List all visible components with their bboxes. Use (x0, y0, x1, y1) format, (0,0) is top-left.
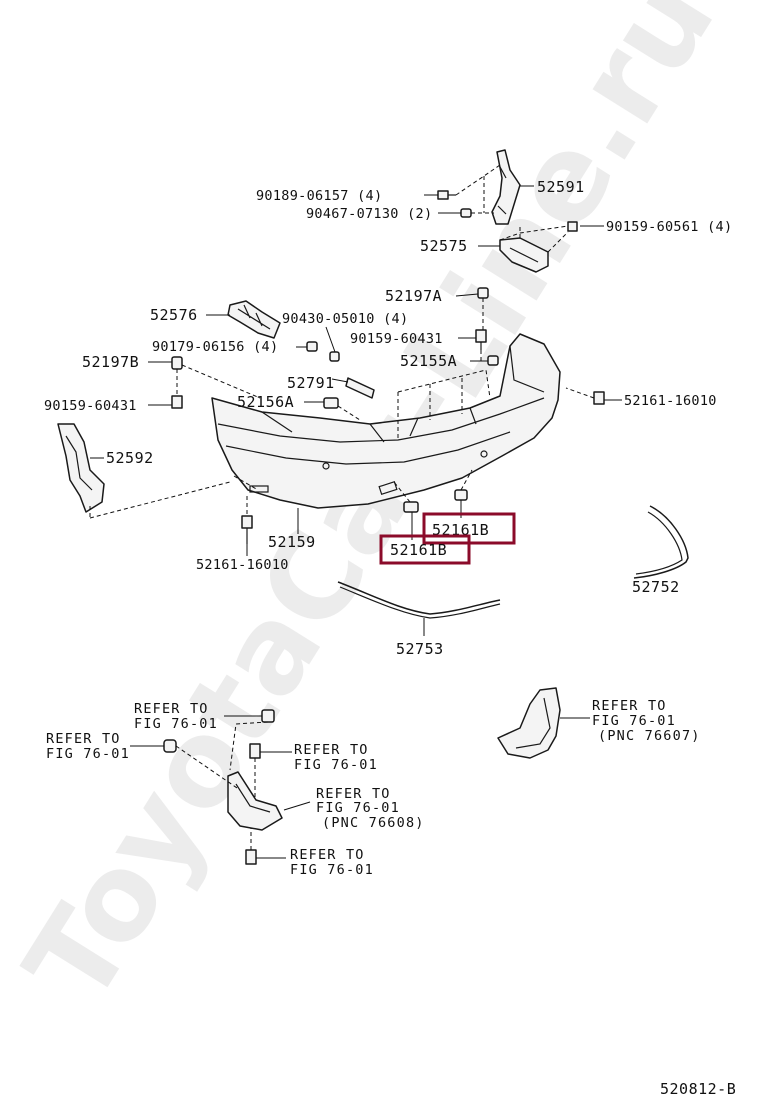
svg-text:REFER TO: REFER TO (316, 786, 391, 802)
label-52591: 52591 (537, 178, 585, 196)
svg-text:REFER TO: REFER TO (134, 701, 209, 717)
clip-52161b-right[interactable] (454, 489, 468, 501)
label-52791: 52791 (287, 374, 335, 392)
svg-text:FIG 76-01: FIG 76-01 (294, 757, 378, 773)
molding-52753[interactable] (337, 581, 501, 619)
clip-52197b[interactable] (171, 356, 183, 370)
retainer-52576[interactable] (227, 300, 281, 339)
label-90159-60561: 90159-60561 (4) (606, 219, 732, 235)
svg-text:(PNC 76608): (PNC 76608) (322, 815, 425, 831)
label-52155a: 52155A (400, 352, 457, 370)
svg-text:REFER TO: REFER TO (294, 742, 369, 758)
retainer-52575[interactable] (499, 237, 549, 273)
label-90179-06156: 90179-06156 (4) (152, 339, 278, 355)
svg-text:REFER TO: REFER TO (290, 847, 365, 863)
label-52592: 52592 (106, 449, 154, 467)
nut-90467[interactable] (460, 208, 472, 218)
label-90189-06157: 90189-06157 (4) (256, 188, 382, 204)
label-52161-16010-right: 52161-16010 (624, 393, 717, 409)
svg-text:FIG 76-01: FIG 76-01 (316, 800, 400, 816)
screw-52161-16010-left[interactable] (241, 515, 253, 544)
bumper-cover-52159[interactable] (211, 333, 561, 509)
clip-52197a[interactable] (477, 287, 489, 299)
screw-52161-16010-right[interactable] (593, 391, 605, 405)
label-90467-07130: 90467-07130 (2) (306, 206, 432, 222)
refer-note-2: REFER TO FIG 76-01 (46, 731, 130, 762)
screw-mudguard-mid[interactable] (249, 743, 261, 759)
molding-52752[interactable] (633, 505, 689, 579)
label-90430-05010: 90430-05010 (4) (282, 311, 408, 327)
refer-note-6: REFER TO FIG 76-01 (PNC 76607) (592, 698, 701, 744)
retainer-52592[interactable] (57, 423, 105, 513)
clip-mudguard-top[interactable] (261, 709, 275, 723)
label-52197b: 52197B (82, 353, 139, 371)
svg-text:FIG 76-01: FIG 76-01 (134, 716, 218, 732)
label-52575: 52575 (420, 237, 468, 255)
label-52752: 52752 (632, 578, 680, 596)
label-52576: 52576 (150, 306, 198, 324)
refer-note-4: REFER TO FIG 76-01 (PNC 76608) (316, 786, 425, 831)
bracket-52591[interactable] (491, 149, 521, 225)
label-52156a: 52156A (237, 393, 294, 411)
screw-90159-60431-left[interactable] (171, 395, 183, 409)
screw-90159-60561[interactable] (567, 221, 578, 232)
clip-52161b-left[interactable] (403, 501, 419, 513)
clip-52156a[interactable] (323, 397, 339, 409)
refer-note-5: REFER TO FIG 76-01 (290, 847, 374, 878)
label-90159-60431-left: 90159-60431 (44, 398, 137, 414)
mudguard-right[interactable] (497, 687, 561, 759)
svg-text:FIG 76-01: FIG 76-01 (290, 862, 374, 878)
screw-mudguard-bottom[interactable] (245, 849, 257, 865)
nut-90430[interactable] (329, 351, 340, 362)
bolt-90189[interactable] (437, 190, 456, 200)
screw-90159-60431-right[interactable] (475, 329, 487, 350)
highlight-box-lower (379, 534, 471, 565)
refer-note-1: REFER TO FIG 76-01 (134, 701, 218, 732)
svg-text:FIG 76-01: FIG 76-01 (46, 746, 130, 762)
figure-code: 520812-B (660, 1080, 736, 1098)
nut-90179[interactable] (306, 341, 318, 352)
refer-note-3: REFER TO FIG 76-01 (294, 742, 378, 773)
svg-text:(PNC 76607): (PNC 76607) (598, 728, 701, 744)
mudguard-left[interactable] (227, 771, 283, 831)
svg-text:FIG 76-01: FIG 76-01 (592, 713, 676, 729)
clip-52155a[interactable] (487, 355, 499, 366)
label-52197a: 52197A (385, 287, 442, 305)
label-90159-60431-right: 90159-60431 (350, 331, 443, 347)
svg-text:REFER TO: REFER TO (592, 698, 667, 714)
label-52161-16010-left: 52161-16010 (196, 557, 289, 573)
label-52161b-lower[interactable]: 52161B (390, 541, 447, 559)
lamp-52791[interactable] (345, 377, 375, 399)
svg-text:REFER TO: REFER TO (46, 731, 121, 747)
label-52753: 52753 (396, 640, 444, 658)
bolt-mudguard-left[interactable] (163, 739, 177, 753)
label-52159: 52159 (268, 533, 316, 551)
